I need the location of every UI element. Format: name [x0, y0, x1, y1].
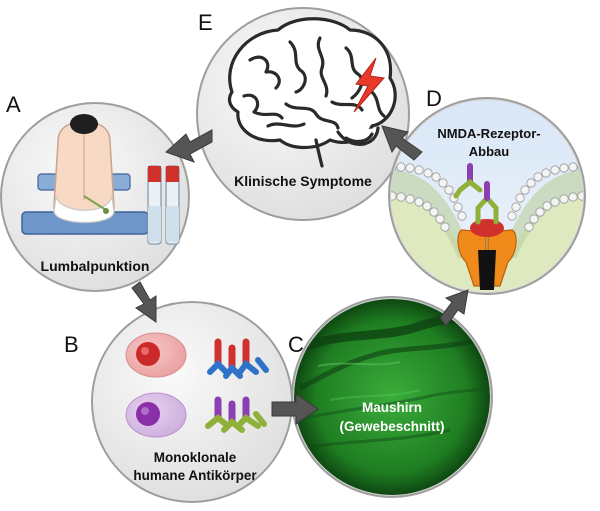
- panel-letter-c: C: [288, 332, 304, 357]
- antibody-bound-icon: [475, 181, 499, 225]
- panel-letter-e: E: [198, 10, 213, 35]
- panel-e-caption: Klinische Symptome: [234, 173, 372, 189]
- arrow-d-to-e: [381, 125, 423, 161]
- panel-c-caption-line1: Maushirn: [362, 400, 422, 415]
- panel-d: NMDA-Rezeptor- Abbau: [388, 97, 586, 295]
- panel-b-caption-line1: Monoklonale: [154, 450, 237, 465]
- sample-tubes-icon: [147, 165, 180, 245]
- arrow-e-to-a: [165, 129, 213, 163]
- antibody-cluster-red-blue-icon: [207, 338, 269, 379]
- panel-a: Lumbalpunktion: [0, 102, 190, 292]
- nmda-receptor-icon: [457, 219, 517, 290]
- brain-icon: [227, 17, 397, 168]
- panel-letter-a: A: [6, 92, 21, 117]
- antibody-free-icon: [453, 163, 483, 199]
- membrane-illustration: [391, 100, 583, 292]
- patient-icon: [21, 114, 149, 235]
- lightning-icon: [353, 57, 385, 113]
- panel-letter-d: D: [426, 86, 442, 111]
- arrow-a-to-b: [131, 281, 157, 323]
- b-cell-purple-icon: [125, 392, 187, 438]
- panel-d-caption-line1: NMDA-Rezeptor-: [437, 126, 540, 141]
- panel-c-caption-line2: (Gewebeschnitt): [339, 419, 444, 434]
- panel-d-caption-line2: Abbau: [469, 144, 510, 159]
- panel-b: Monoklonale humane Antikörper: [91, 301, 293, 503]
- arrow-b-to-c: [271, 393, 319, 425]
- panel-letter-b: B: [64, 332, 79, 357]
- panel-b-caption-line2: humane Antikörper: [133, 468, 257, 483]
- flow-arrows: [131, 125, 469, 425]
- panel-a-caption: Lumbalpunktion: [41, 258, 150, 274]
- antibody-cluster-purple-green-icon: [205, 396, 267, 433]
- arrow-c-to-d: [439, 289, 469, 327]
- panel-e: Klinische Symptome: [196, 7, 410, 221]
- panel-c: Maushirn (Gewebeschnitt): [291, 296, 493, 498]
- b-cell-red-icon: [125, 332, 187, 378]
